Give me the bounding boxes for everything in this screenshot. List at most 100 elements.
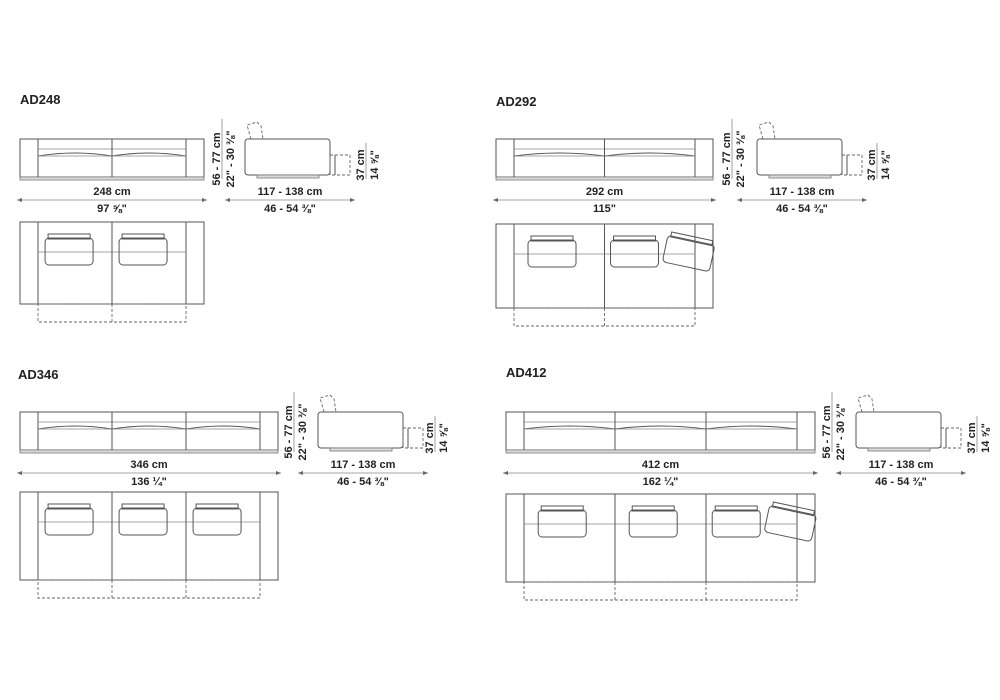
side-backrest-raised [319,394,337,413]
width-in-label: 136 ¼" [131,476,167,488]
front-outline [19,411,279,451]
width-dimension-line-arrow-right [202,198,207,202]
depth-dimension-line-arrow-right [862,198,867,202]
width-dimension-line-arrow-right [276,471,281,475]
cushion-back-edge [121,503,165,510]
footrest-extension-outline [37,579,261,599]
side-view: 117 - 138 cm 46 - 54 ⅜" [737,121,867,215]
front-view [495,138,714,181]
footrest-extension-outline [523,581,798,601]
model-title: AD248 [20,92,60,107]
depth-cm-label: 117 - 138 cm [869,459,934,471]
seat-cushion-top [604,152,696,157]
footrest-cm-label: 37 cm [966,422,978,453]
width-dimension-line-arrow-right [711,198,716,202]
reclined-cushion-body [662,235,715,272]
front-base [19,449,279,454]
footrest-cm-label: 37 cm [355,149,367,180]
top-outline [505,493,816,583]
height-cm-label: 56 - 77 cm [721,132,733,185]
cushion-back-edge [540,505,584,512]
back-cushion [118,507,168,536]
model-title: AD292 [496,94,536,109]
front-outline [505,411,816,451]
footrest-extended [329,154,351,176]
cushion-back-edge [714,505,758,512]
height-in-label: 22" - 30 ⅜" [735,131,747,188]
side-view: 117 - 138 cm 46 - 54 ⅜" [836,394,966,488]
height-in-label: 22" - 30 ⅜" [225,131,237,188]
depth-in-label: 46 - 54 ⅜" [337,476,389,488]
footrest-extended [841,154,863,176]
reclined-cushion-edge [670,231,714,247]
width-dimension-line-arrow-left [17,198,22,202]
front-view [19,138,205,181]
front-base [505,449,816,454]
footrest-cm-label: 37 cm [866,149,878,180]
cushion-back-edge [631,505,675,512]
footrest-in-label: 14 ⅝" [880,150,892,180]
back-cushion [192,507,242,536]
back-cushion [118,237,168,266]
height-cm-label: 56 - 77 cm [211,132,223,185]
width-cm-label: 292 cm [586,186,624,198]
top-view [505,493,817,601]
top-view [19,221,205,323]
footrest-in-label: 14 ⅝" [980,423,992,453]
side-base [329,447,393,452]
reclined-cushion-body [764,505,817,542]
back-cushion [44,507,94,536]
height-cm-label: 56 - 77 cm [821,405,833,458]
seat-cushion-top [111,152,187,157]
back-cushion [711,509,761,538]
reclined-cushion [662,231,715,272]
seat-cushion-top [37,425,113,430]
seat-cushion-top [37,152,113,157]
side-base [867,447,931,452]
reclined-cushion [764,501,817,542]
depth-dimension-line-arrow-left [225,198,230,202]
cushion-back-edge [47,503,91,510]
front-view [19,411,279,454]
seat-cushion-top [705,425,798,430]
cushion-back-edge [121,233,165,240]
footrest-in-label: 14 ⅝" [369,150,381,180]
seat-cushion-top [523,425,616,430]
seat-cushion-top [111,425,187,430]
footrest-cm-label: 37 cm [424,422,436,453]
back-cushion [44,237,94,266]
depth-in-label: 46 - 54 ⅜" [875,476,927,488]
back-cushion [537,509,587,538]
height-in-label: 22" - 30 ⅜" [297,404,309,461]
footrest-extended [402,427,424,449]
cushion-back-edge [47,233,91,240]
depth-dimension-line-arrow-left [298,471,303,475]
front-base [19,176,205,181]
cushion-back-edge [195,503,239,510]
top-outline [19,491,279,581]
side-body [756,138,843,176]
reclined-cushion-edge [771,501,816,517]
width-dimension-line-arrow-right [813,471,818,475]
front-base [495,176,714,181]
back-cushion [628,509,678,538]
depth-cm-label: 117 - 138 cm [770,186,835,198]
cushion-back-edge [530,235,574,242]
seat-cushion-top [513,152,605,157]
model-title: AD346 [18,367,58,382]
width-in-label: 97 ⅝" [97,203,127,215]
depth-dimension-line-arrow-right [423,471,428,475]
width-dimension-line-arrow-left [17,471,22,475]
seat-cushion-top [185,425,261,430]
back-cushion [527,239,577,268]
width-cm-label: 248 cm [93,186,131,198]
width-cm-label: 412 cm [642,459,680,471]
depth-cm-label: 117 - 138 cm [258,186,323,198]
depth-in-label: 46 - 54 ⅜" [776,203,828,215]
side-body [855,411,942,449]
width-dimension-line-arrow-left [503,471,508,475]
